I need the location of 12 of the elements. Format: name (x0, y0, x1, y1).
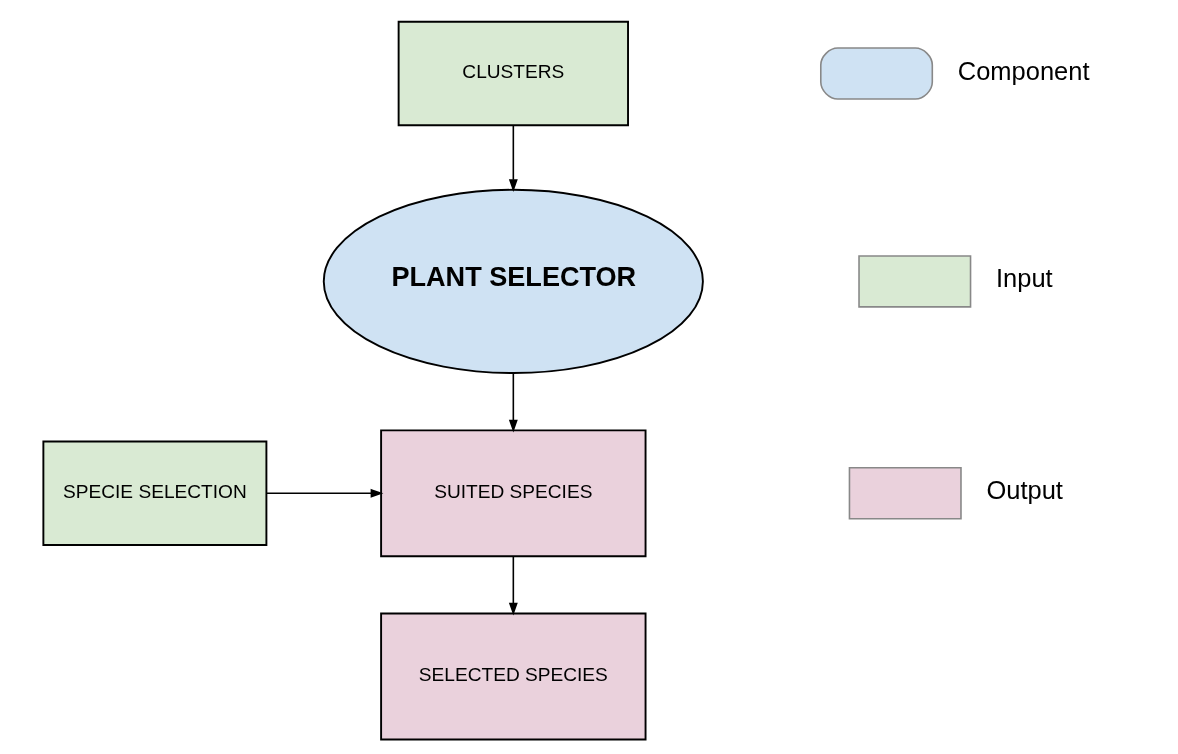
legend-label: Input (996, 264, 1053, 293)
node-box: SUITED SPECIES (380, 429, 647, 558)
node-ellipse: PLANT SELECTOR (322, 188, 704, 374)
legend-label: Component (957, 56, 1090, 85)
arrow (266, 488, 384, 498)
node-box: CLUSTERS (397, 20, 629, 127)
arrow (508, 555, 518, 616)
node-box: SPECIE SELECTION (42, 440, 268, 547)
legend-label: Output (986, 476, 1063, 505)
node-box: SELECTED SPECIES (380, 612, 647, 741)
arrow (508, 372, 518, 433)
arrow (508, 124, 518, 192)
